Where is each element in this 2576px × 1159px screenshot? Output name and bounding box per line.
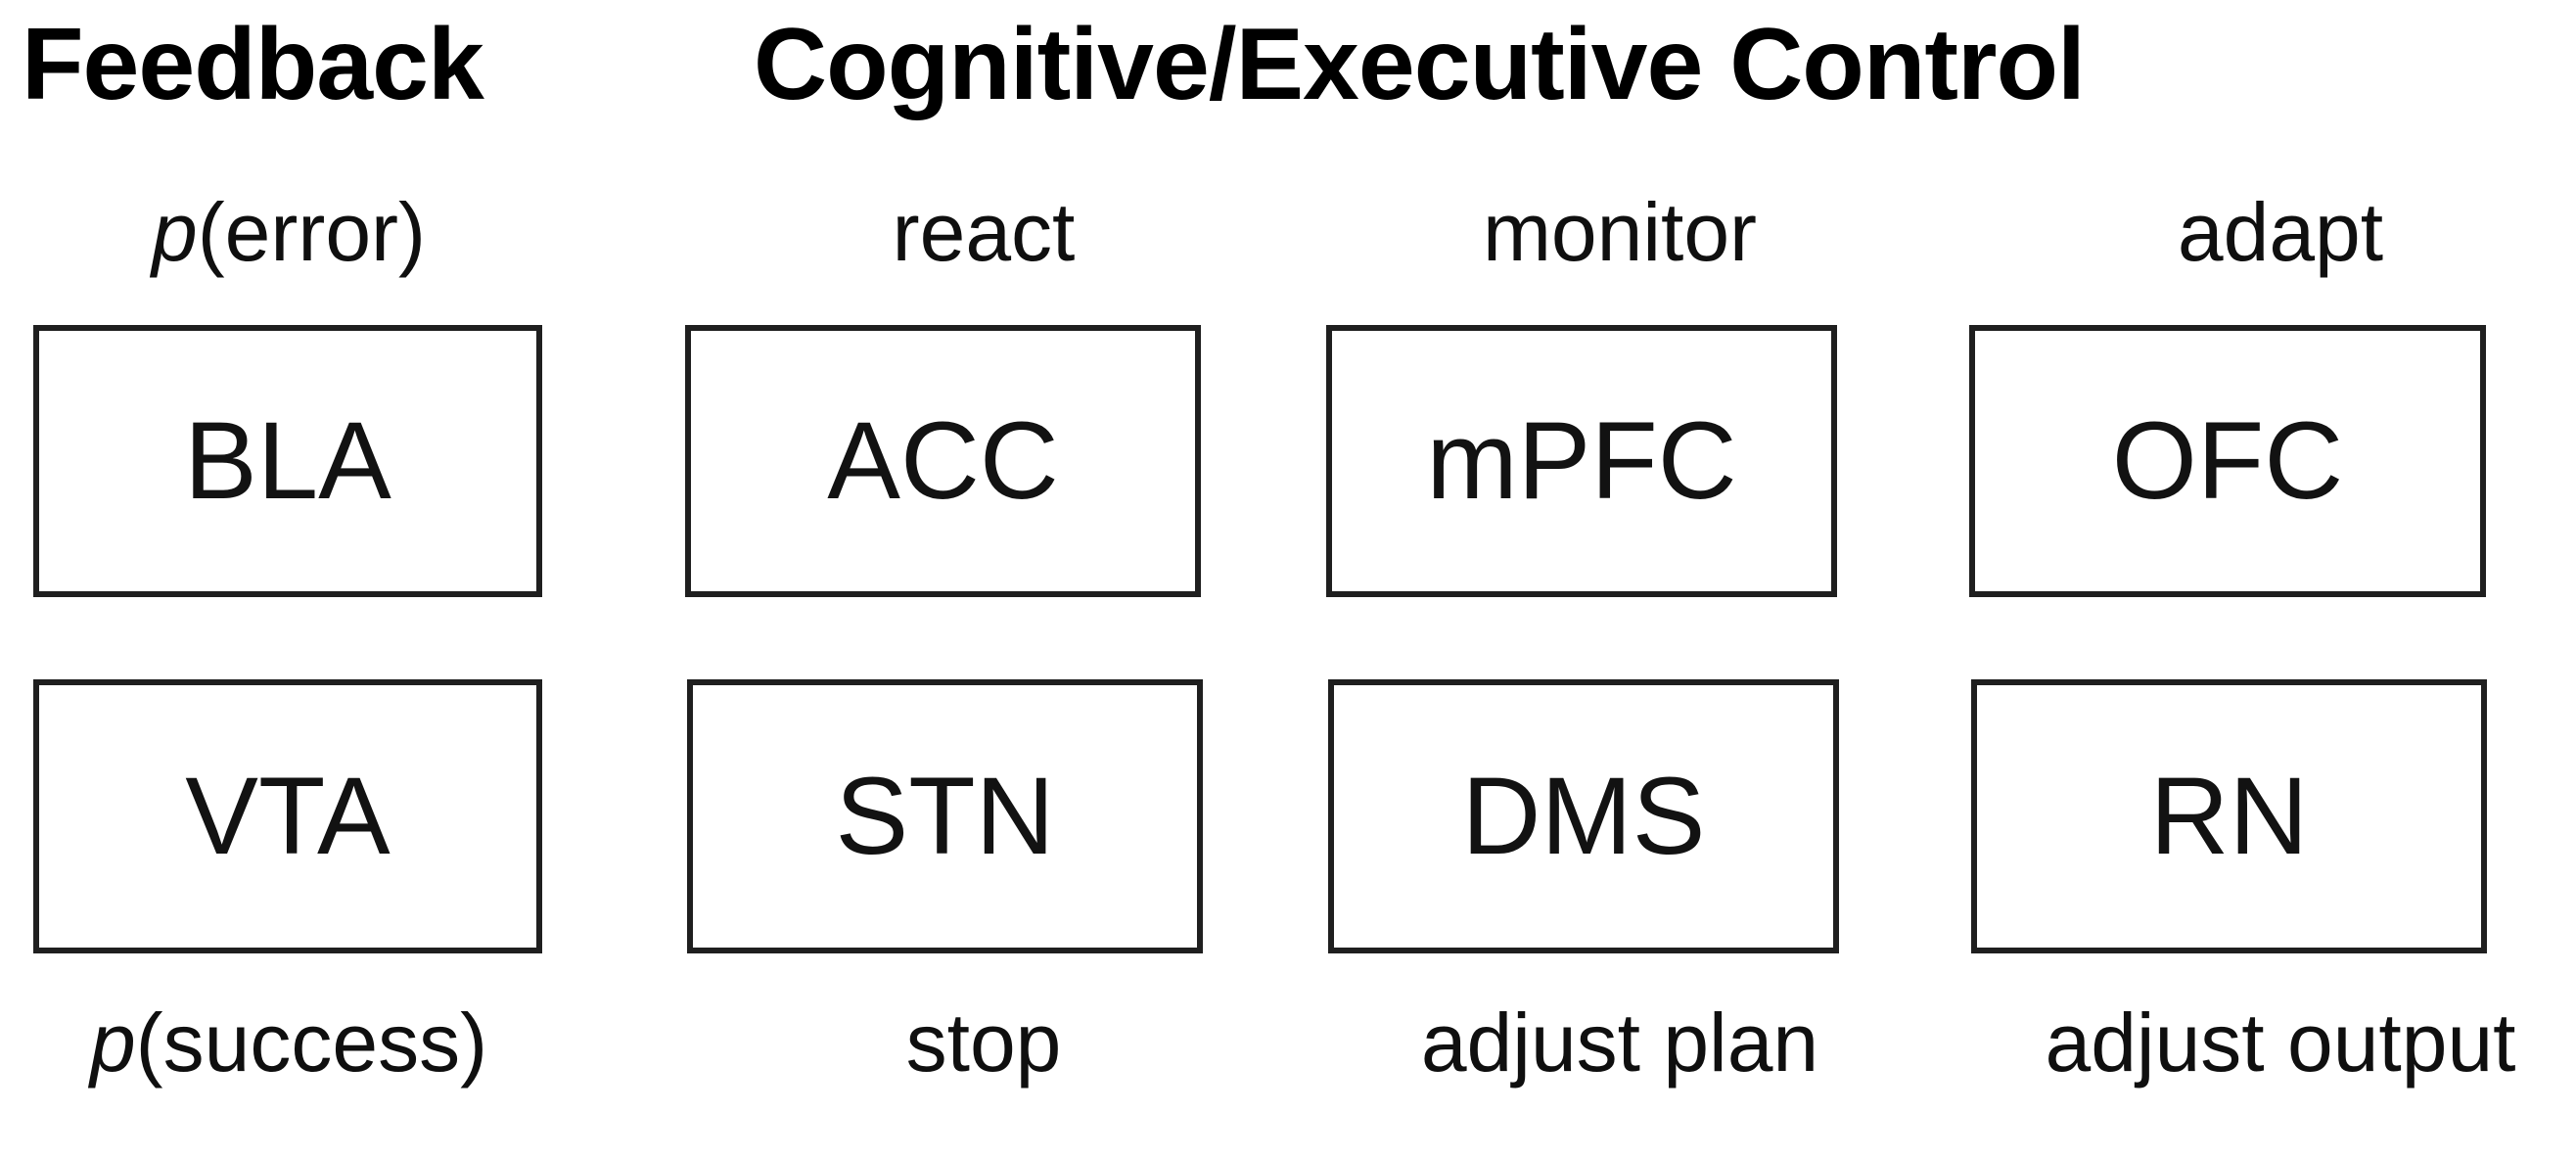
top-sublabel-monitor: monitor [1346, 178, 1894, 286]
node-box-mpfc[interactable]: mPFC [1326, 325, 1837, 597]
top-sublabel-p-error: p(error) [0, 178, 577, 286]
node-label-ofc: OFC [2111, 399, 2344, 522]
bottom-sublabel-p-success-rest: (success) [135, 997, 488, 1089]
group-title-feedback: Feedback [22, 8, 484, 121]
bottom-sublabel-cell-1: p(success) [0, 989, 577, 1096]
bottom-sublabel-cell-4: adjust output [1987, 989, 2574, 1096]
node-label-vta: VTA [185, 755, 391, 877]
top-sublabel-cell-3: monitor [1346, 178, 1894, 286]
node-label-dms: DMS [1461, 755, 1706, 877]
node-box-vta[interactable]: VTA [33, 679, 542, 953]
node-box-rn[interactable]: RN [1971, 679, 2487, 953]
bottom-sublabel-adjust-output: adjust output [1987, 989, 2574, 1096]
bottom-sublabel-p-success: p(success) [0, 989, 577, 1096]
node-box-bla[interactable]: BLA [33, 325, 542, 597]
top-sublabel-p-error-italic: p [151, 186, 198, 278]
top-sublabel-monitor-rest: monitor [1482, 186, 1758, 278]
top-sublabel-row: p(error) react monitor adapt [0, 178, 2576, 286]
bottom-sublabel-cell-3: adjust plan [1346, 989, 1894, 1096]
bottom-sublabel-stop-rest: stop [905, 997, 1062, 1089]
node-label-rn: RN [2149, 755, 2309, 877]
group-header-row: Feedback Cognitive/Executive Control [0, 6, 2576, 123]
node-label-bla: BLA [184, 399, 391, 522]
node-box-ofc[interactable]: OFC [1969, 325, 2486, 597]
bottom-sublabel-stop: stop [710, 989, 1258, 1096]
node-box-dms[interactable]: DMS [1328, 679, 1839, 953]
top-sublabel-adapt: adapt [1987, 178, 2574, 286]
bottom-sublabel-adjust-plan: adjust plan [1346, 989, 1894, 1096]
node-label-acc: ACC [827, 399, 1059, 522]
bottom-sublabel-p-success-italic: p [89, 997, 136, 1089]
top-sublabel-cell-1: p(error) [0, 178, 577, 286]
node-box-acc[interactable]: ACC [685, 325, 1201, 597]
bottom-sublabel-row: p(success) stop adjust plan adjust outpu… [0, 989, 2576, 1096]
top-sublabel-cell-2: react [710, 178, 1258, 286]
top-sublabel-adapt-rest: adapt [2177, 186, 2384, 278]
top-sublabel-react: react [710, 178, 1258, 286]
bottom-sublabel-adjust-output-rest: adjust output [2045, 997, 2516, 1089]
group-title-cognitive-executive-control: Cognitive/Executive Control [754, 8, 2086, 121]
node-label-mpfc: mPFC [1426, 399, 1737, 522]
top-sublabel-react-rest: react [892, 186, 1076, 278]
node-label-stn: STN [835, 755, 1055, 877]
bottom-sublabel-adjust-plan-rest: adjust plan [1420, 997, 1819, 1089]
top-sublabel-p-error-rest: (error) [197, 186, 426, 278]
top-sublabel-cell-4: adapt [1987, 178, 2574, 286]
bottom-sublabel-cell-2: stop [710, 989, 1258, 1096]
node-box-stn[interactable]: STN [687, 679, 1203, 953]
